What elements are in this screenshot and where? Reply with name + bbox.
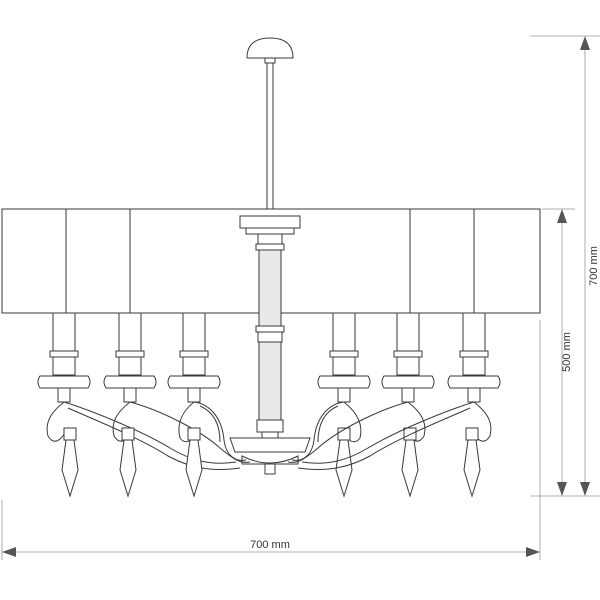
width-dimension: 700 mm [1, 320, 541, 560]
suspension-rod [266, 63, 274, 216]
total-height-dimension: 700 mm [530, 35, 600, 497]
lamp-arm-2 [103, 312, 251, 498]
lamp-arm-5 [287, 312, 435, 498]
total-height-label: 700 mm [588, 246, 600, 286]
width-label: 700 mm [250, 539, 290, 551]
central-column [229, 215, 311, 475]
lamp-arm-4 [291, 312, 371, 498]
lamp-arm-1 [37, 312, 241, 498]
body-height-dimension: 500 mm [542, 208, 575, 496]
body-height-label: 500 mm [561, 332, 573, 372]
lamp-arm-3 [167, 312, 247, 498]
lamp-arm-6 [297, 312, 501, 498]
ceiling-canopy [246, 37, 294, 64]
